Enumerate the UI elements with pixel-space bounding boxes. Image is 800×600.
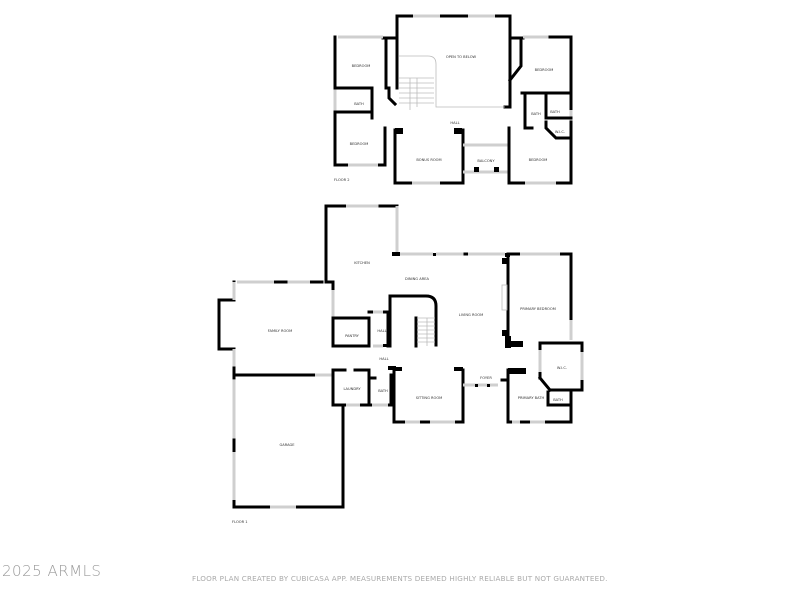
room-label: BEDROOM bbox=[352, 64, 371, 68]
copyright-watermark: 2025 ARMLS bbox=[2, 562, 102, 580]
room-label: BEDROOM bbox=[535, 68, 554, 72]
room-label: HALL bbox=[450, 121, 459, 125]
room-label: SITTING ROOM bbox=[416, 396, 443, 400]
floor-1-labels: KITCHEN DINING AREA FAMILY ROOM PANTRY H… bbox=[232, 261, 567, 524]
disclaimer-text: FLOOR PLAN CREATED BY CUBICASA APP. MEAS… bbox=[192, 574, 608, 583]
room-label: PANTRY bbox=[345, 334, 360, 338]
room-label: BEDROOM bbox=[529, 158, 548, 162]
room-label: BATH bbox=[378, 389, 388, 393]
room-label: W.I.C. bbox=[557, 366, 567, 370]
room-label: BATH bbox=[354, 102, 364, 106]
room-label: LIVING ROOM bbox=[459, 313, 483, 317]
room-label: PRIMARY BATH bbox=[518, 396, 545, 400]
room-label: FAMILY ROOM bbox=[268, 329, 292, 333]
room-label: FOYER bbox=[480, 376, 492, 380]
room-label: KITCHEN bbox=[354, 261, 370, 265]
room-label: BONUS ROOM bbox=[416, 158, 441, 162]
room-label: HALL bbox=[379, 357, 388, 361]
floor-1-label: FLOOR 1 bbox=[232, 520, 248, 524]
room-label: HALL bbox=[377, 329, 386, 333]
room-label: BATH bbox=[550, 110, 560, 114]
floor-1-stairs bbox=[417, 317, 435, 346]
room-label: BATH bbox=[531, 112, 541, 116]
room-label: BATH bbox=[553, 398, 563, 402]
floor-2-label: FLOOR 2 bbox=[334, 178, 350, 182]
floor-2-labels: BEDROOM OPEN TO BELOW BEDROOM BATH BATH … bbox=[334, 55, 565, 182]
room-label: DINING AREA bbox=[405, 277, 429, 281]
floor-2-plan bbox=[333, 14, 573, 185]
room-label: GARAGE bbox=[279, 443, 295, 447]
room-label: LAUNDRY bbox=[343, 387, 361, 391]
room-label: BALCONY bbox=[477, 159, 495, 163]
room-label: BEDROOM bbox=[350, 142, 369, 146]
room-label: OPEN TO BELOW bbox=[446, 55, 477, 59]
floor-1-plan bbox=[217, 204, 584, 509]
floor-2-stairs bbox=[399, 77, 434, 110]
room-label: PRIMARY BEDROOM bbox=[520, 307, 556, 311]
room-label: W.I.C. bbox=[555, 130, 565, 134]
